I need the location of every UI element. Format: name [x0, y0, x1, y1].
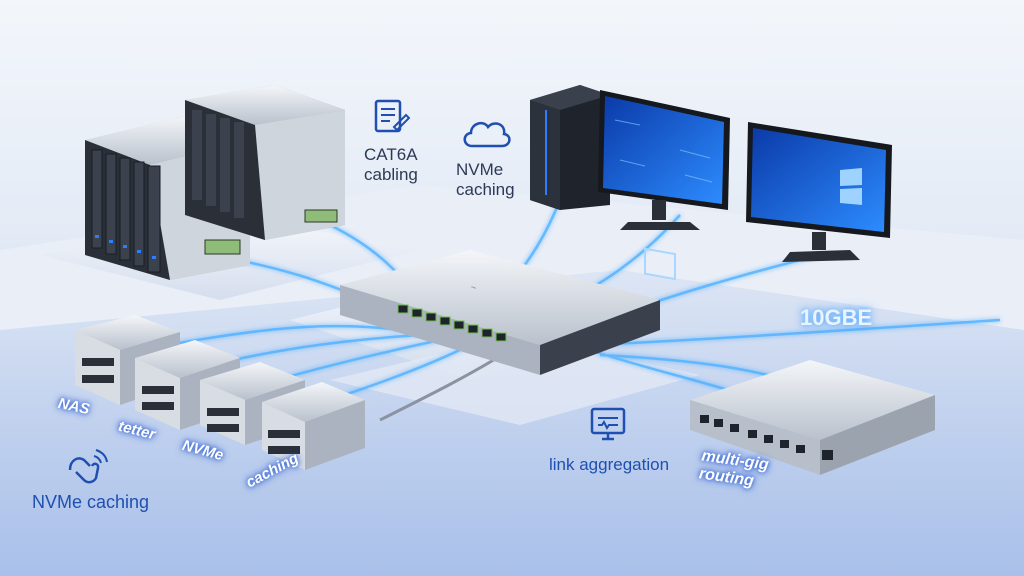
- document-edit-icon: [374, 99, 410, 133]
- label-link-aggregation: link aggregation: [549, 455, 670, 474]
- cloud-icon: [463, 121, 511, 148]
- small-nas-4: [262, 382, 365, 470]
- hand-signal-icon: [68, 449, 108, 484]
- monitor-circuit: [598, 90, 730, 281]
- tower-pc: [530, 85, 610, 210]
- svg-text:~: ~: [469, 282, 477, 294]
- main-network-switch: ~: [340, 250, 660, 375]
- label-nvme-caching: NVMe caching: [32, 492, 150, 512]
- monitor-icon: [590, 407, 626, 441]
- monitor-windows: [746, 122, 892, 262]
- nas-unit-large-back: [185, 85, 345, 240]
- label-nvme-caching-top: NVMe caching: [456, 160, 515, 199]
- multigig-router: [690, 360, 935, 475]
- front-platform: [330, 335, 700, 425]
- label-cat6a-cabling: CAT6A cabling: [364, 145, 418, 184]
- label-10gbe: 10GBE: [800, 305, 873, 330]
